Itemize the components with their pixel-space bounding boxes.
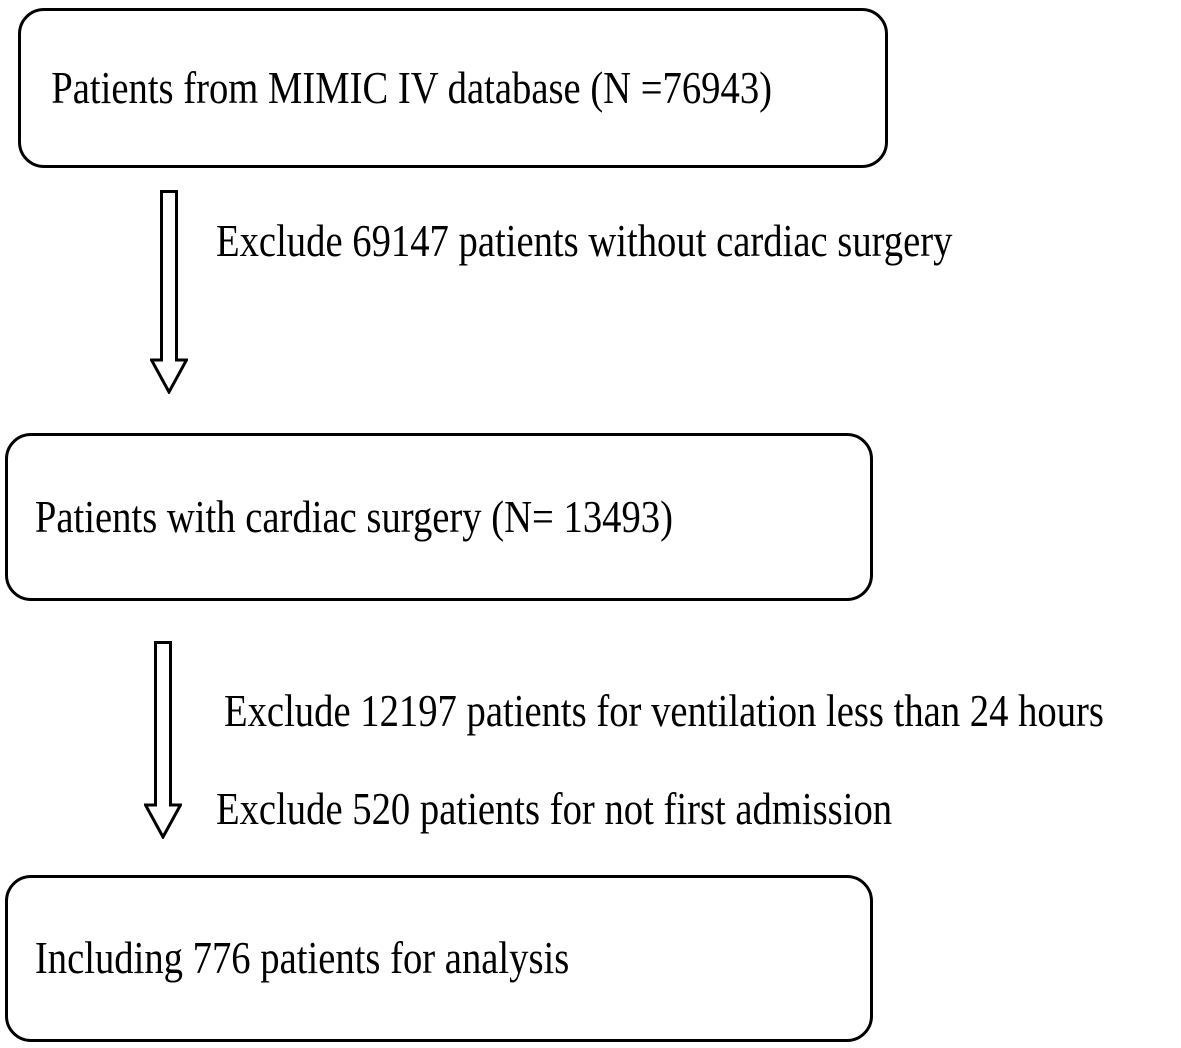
down-arrow-icon: [144, 641, 182, 839]
exclusion-note-no-cardiac-surgery: Exclude 69147 patients without cardiac s…: [216, 215, 953, 266]
exclusion-note-ventilation: Exclude 12197 patients for ventilation l…: [224, 685, 1104, 736]
exclusion-note-not-first-admission: Exclude 520 patients for not first admis…: [216, 783, 893, 834]
flow-box-cardiac-surgery-label: Patients with cardiac surgery (N= 13493): [34, 490, 673, 542]
flow-box-cardiac-surgery: Patients with cardiac surgery (N= 13493): [5, 433, 873, 601]
flow-box-final-analysis: Including 776 patients for analysis: [5, 875, 873, 1042]
flow-box-final-analysis-label: Including 776 patients for analysis: [34, 932, 570, 984]
flow-box-mimic-database: Patients from MIMIC IV database (N =7694…: [18, 8, 888, 168]
flow-box-mimic-database-label: Patients from MIMIC IV database (N =7694…: [51, 61, 773, 113]
down-arrow-icon: [150, 190, 188, 394]
